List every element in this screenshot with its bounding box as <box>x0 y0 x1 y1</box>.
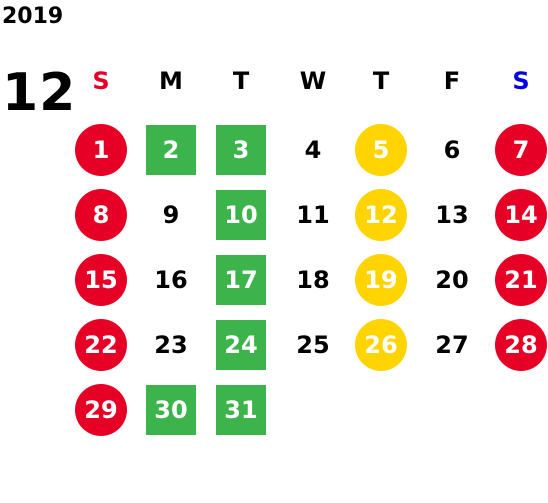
highlight-circle: 12 <box>355 189 407 241</box>
day-cell-13[interactable]: 13 <box>422 185 482 245</box>
day-number: 6 <box>443 136 461 164</box>
day-number: 25 <box>296 331 330 359</box>
highlight-square: 2 <box>146 125 196 175</box>
day-number: 16 <box>154 266 188 294</box>
highlight-circle: 26 <box>355 319 407 371</box>
highlight-square: 31 <box>216 385 266 435</box>
highlight-square: 17 <box>216 255 266 305</box>
holiday-circle: 1 <box>75 124 127 176</box>
holiday-circle: 8 <box>75 189 127 241</box>
day-cell-3[interactable]: 3 <box>211 120 271 180</box>
weekday-sat: S <box>512 67 530 95</box>
day-cell-2[interactable]: 2 <box>141 120 201 180</box>
year-label: 2019 <box>2 4 64 29</box>
day-cell-24[interactable]: 24 <box>211 315 271 375</box>
weekday-wed: W <box>299 67 327 95</box>
day-cell-15[interactable]: 15 <box>71 250 131 310</box>
holiday-circle: 28 <box>495 319 547 371</box>
day-cell-23[interactable]: 23 <box>141 315 201 375</box>
weekday-thu: T <box>372 67 390 95</box>
day-number: 18 <box>296 266 330 294</box>
day-number: 20 <box>435 266 469 294</box>
day-cell-28[interactable]: 28 <box>491 315 548 375</box>
day-cell-9[interactable]: 9 <box>141 185 201 245</box>
month-number: 12 <box>2 63 77 123</box>
holiday-circle: 21 <box>495 254 547 306</box>
highlight-circle: 5 <box>355 124 407 176</box>
day-cell-5[interactable]: 5 <box>351 120 411 180</box>
day-cell-26[interactable]: 26 <box>351 315 411 375</box>
day-cell-4[interactable]: 4 <box>283 120 343 180</box>
day-cell-30[interactable]: 30 <box>141 380 201 440</box>
holiday-circle: 7 <box>495 124 547 176</box>
day-cell-11[interactable]: 11 <box>283 185 343 245</box>
holiday-circle: 15 <box>75 254 127 306</box>
day-number: 13 <box>435 201 469 229</box>
weekday-sun: S <box>92 67 110 95</box>
day-number: 23 <box>154 331 188 359</box>
day-cell-17[interactable]: 17 <box>211 250 271 310</box>
day-cell-16[interactable]: 16 <box>141 250 201 310</box>
day-cell-18[interactable]: 18 <box>283 250 343 310</box>
day-cell-12[interactable]: 12 <box>351 185 411 245</box>
day-cell-10[interactable]: 10 <box>211 185 271 245</box>
highlight-circle: 19 <box>355 254 407 306</box>
day-cell-14[interactable]: 14 <box>491 185 548 245</box>
day-cell-27[interactable]: 27 <box>422 315 482 375</box>
highlight-square: 10 <box>216 190 266 240</box>
day-cell-1[interactable]: 1 <box>71 120 131 180</box>
day-cell-6[interactable]: 6 <box>422 120 482 180</box>
weekday-tue: T <box>232 67 250 95</box>
day-cell-7[interactable]: 7 <box>491 120 548 180</box>
day-number: 27 <box>435 331 469 359</box>
highlight-square: 24 <box>216 320 266 370</box>
weekday-mon: M <box>159 67 183 95</box>
day-cell-22[interactable]: 22 <box>71 315 131 375</box>
highlight-square: 30 <box>146 385 196 435</box>
day-cell-19[interactable]: 19 <box>351 250 411 310</box>
holiday-circle: 14 <box>495 189 547 241</box>
holiday-circle: 29 <box>75 384 127 436</box>
day-cell-29[interactable]: 29 <box>71 380 131 440</box>
day-cell-31[interactable]: 31 <box>211 380 271 440</box>
day-cell-21[interactable]: 21 <box>491 250 548 310</box>
highlight-square: 3 <box>216 125 266 175</box>
day-cell-8[interactable]: 8 <box>71 185 131 245</box>
day-cell-25[interactable]: 25 <box>283 315 343 375</box>
day-number: 9 <box>162 201 180 229</box>
day-number: 11 <box>296 201 330 229</box>
weekday-fri: F <box>443 67 461 95</box>
day-number: 4 <box>304 136 322 164</box>
day-cell-20[interactable]: 20 <box>422 250 482 310</box>
holiday-circle: 22 <box>75 319 127 371</box>
